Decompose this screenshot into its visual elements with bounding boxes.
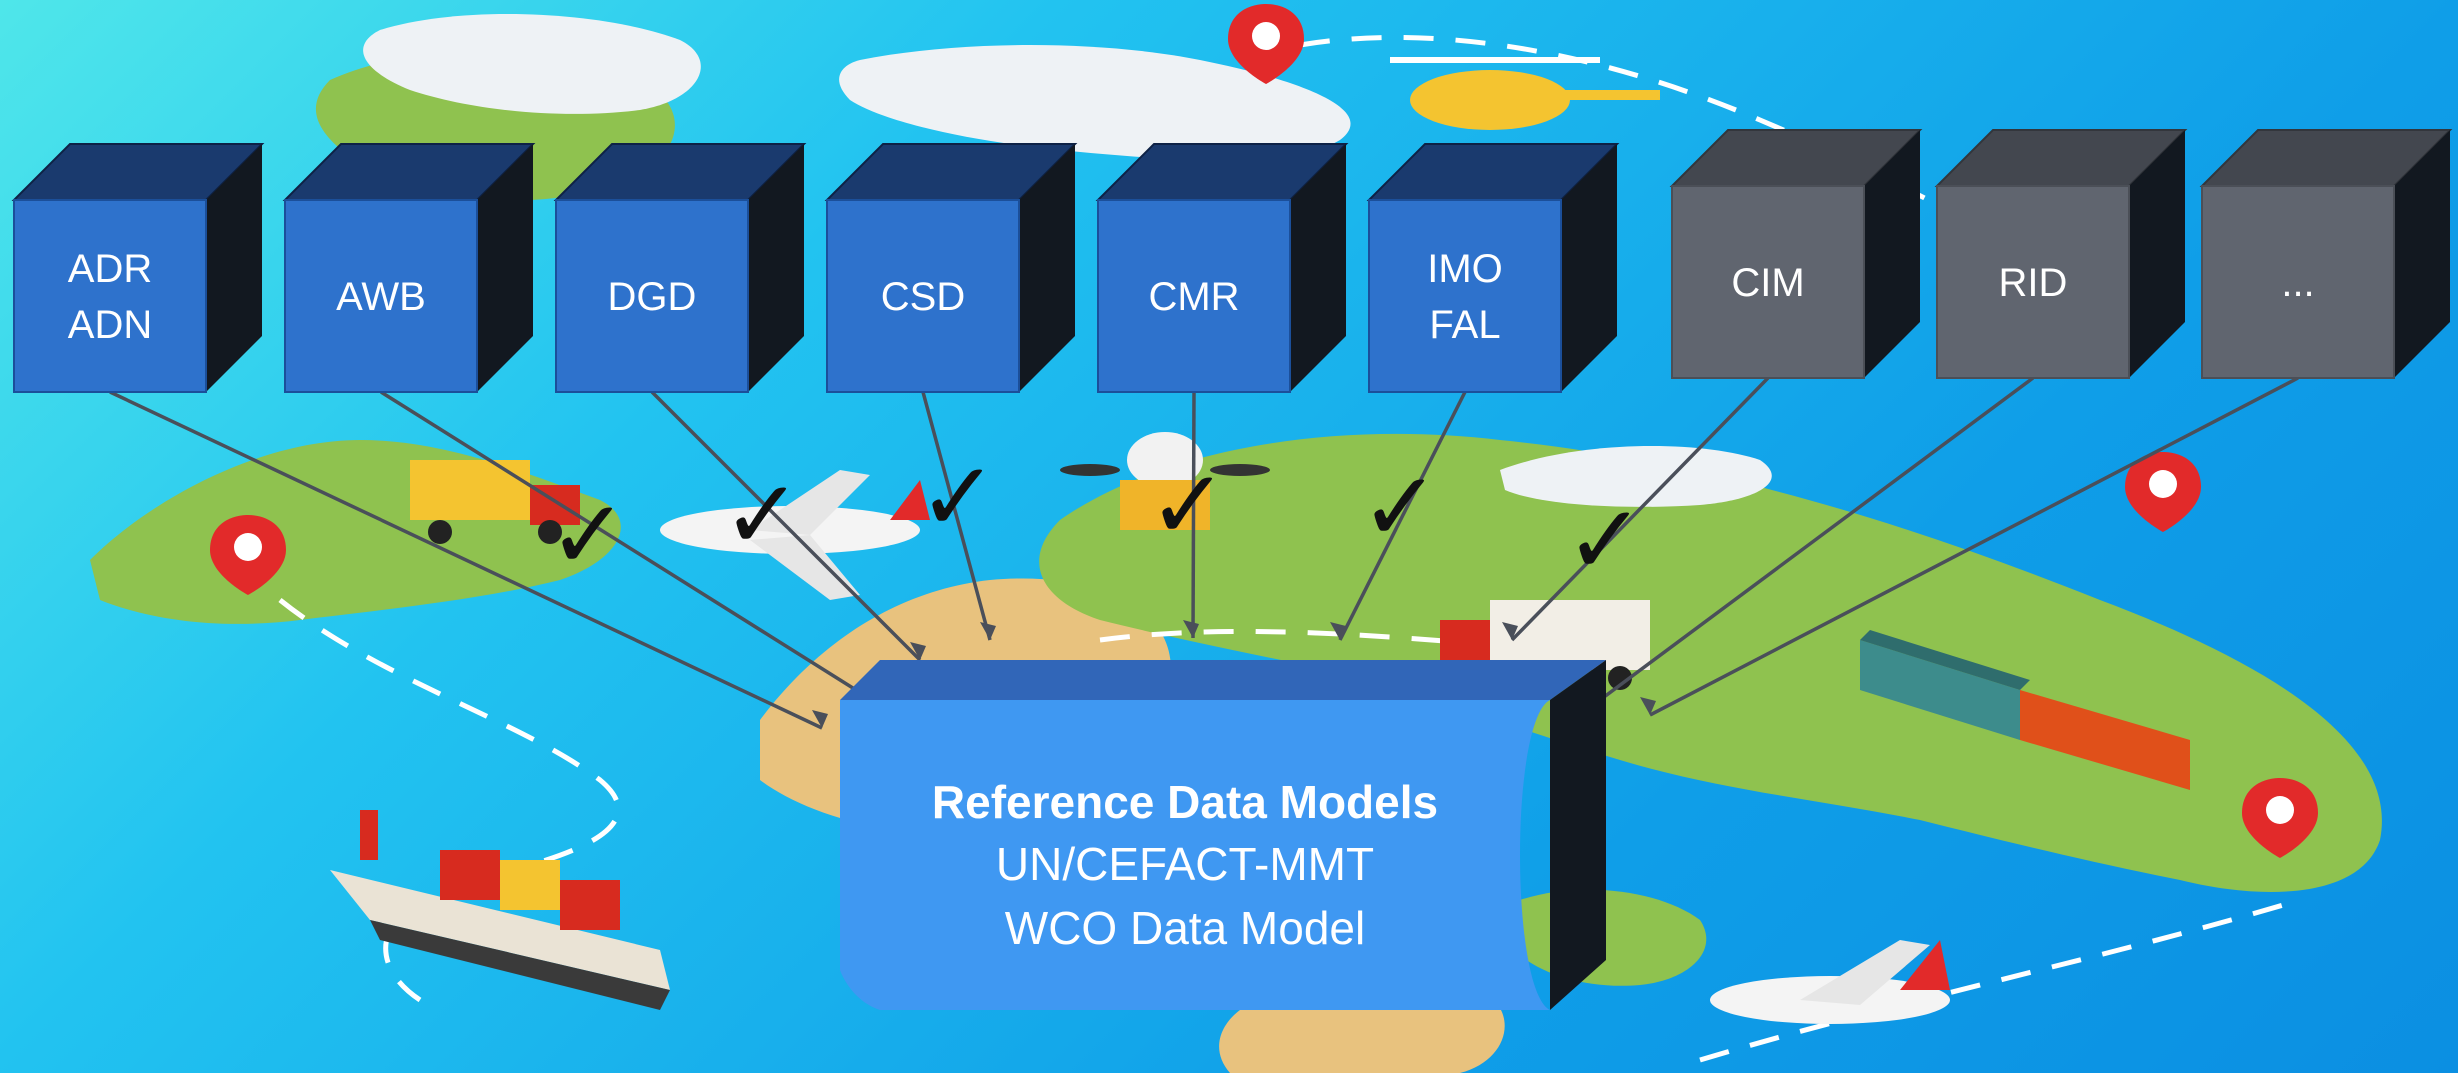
arrow-head-icon bbox=[1330, 622, 1346, 640]
connector-cmr bbox=[1191, 391, 1196, 639]
drone-icon bbox=[1060, 432, 1270, 530]
connector-csd bbox=[921, 391, 992, 641]
train-icon bbox=[1860, 630, 2190, 790]
airplane-icon bbox=[1710, 940, 1950, 1024]
location-pin-icon bbox=[1228, 4, 1304, 84]
standards-cubes: ADR ADN AWB DGD CSD CMR IMO FAL CIM RID... bbox=[11, 129, 2453, 393]
cube-label-adr: ADN bbox=[68, 303, 152, 347]
cube-label-awb: AWB bbox=[336, 275, 426, 319]
snow-arctic-icon bbox=[839, 45, 1351, 160]
cube-awb: AWB bbox=[282, 143, 536, 393]
cube-csd: CSD bbox=[824, 143, 1078, 393]
cube-label-imo: IMO bbox=[1427, 247, 1503, 291]
cube-front-face bbox=[1671, 185, 1865, 379]
checkmark-icon: ✓ bbox=[1565, 484, 1645, 596]
checkmark-icon: ✓ bbox=[918, 441, 998, 553]
cube-label-cmr: CMR bbox=[1148, 275, 1239, 319]
cube-front-face bbox=[284, 199, 478, 393]
checkmark-icon: ✓ bbox=[722, 459, 802, 571]
cube-imo: IMO FAL bbox=[1366, 143, 1620, 393]
cube-label-adr: ADR bbox=[68, 247, 152, 291]
arrow-head-icon bbox=[980, 622, 996, 640]
cube-side-face bbox=[1290, 144, 1346, 392]
location-pin-icon bbox=[210, 515, 286, 595]
reference-title: Reference Data Models bbox=[932, 776, 1438, 828]
connector-awb bbox=[380, 390, 873, 702]
cube-more: ... bbox=[2199, 129, 2453, 379]
cube-label-more: ... bbox=[2281, 261, 2314, 305]
land-eurasia-icon bbox=[1039, 433, 2382, 892]
cube-front-face bbox=[2201, 185, 2395, 379]
route-dashed-line-icon bbox=[278, 598, 621, 1003]
cube-cmr: CMR bbox=[1095, 143, 1349, 393]
cube-side-face bbox=[1864, 130, 1920, 378]
location-pin-icon bbox=[2125, 452, 2201, 532]
reference-box-top bbox=[840, 660, 1606, 700]
cube-side-face bbox=[477, 144, 533, 392]
cube-front-face bbox=[1936, 185, 2130, 379]
refrigerated-truck-icon bbox=[1440, 600, 1650, 690]
snow-asia-icon bbox=[1500, 446, 1772, 507]
reference-box-side bbox=[1550, 660, 1606, 1010]
connector-rid bbox=[1598, 376, 2035, 702]
connector-more bbox=[1649, 376, 2299, 717]
truck-icon bbox=[410, 460, 580, 544]
connector-imo bbox=[1338, 391, 1467, 641]
arrow-head-icon bbox=[910, 642, 926, 660]
location-pin-icon bbox=[2242, 778, 2318, 858]
cube-label-csd: CSD bbox=[881, 275, 965, 319]
cube-side-face bbox=[748, 144, 804, 392]
reference-line-2: WCO Data Model bbox=[1005, 902, 1365, 954]
cube-dgd: DGD bbox=[553, 143, 807, 393]
route-dashed-line-icon bbox=[1699, 897, 2301, 1063]
cube-label-rid: RID bbox=[1999, 261, 2068, 305]
cube-cim: CIM bbox=[1669, 129, 1923, 379]
cube-front-face bbox=[555, 199, 749, 393]
cube-label-imo: FAL bbox=[1429, 303, 1500, 347]
checkmark-icon: ✓ bbox=[548, 479, 628, 591]
connector-lines bbox=[109, 376, 2299, 730]
checkmark-icon: ✓ bbox=[1360, 451, 1440, 563]
cube-rid: RID bbox=[1934, 129, 2188, 379]
connector-adr bbox=[109, 390, 823, 730]
checkmark-icon: ✓ bbox=[1148, 449, 1228, 561]
arrow-head-icon bbox=[1640, 697, 1656, 715]
cube-label-dgd: DGD bbox=[608, 275, 697, 319]
cube-adr: ADR ADN bbox=[11, 143, 265, 393]
cube-label-cim: CIM bbox=[1731, 261, 1804, 305]
arrow-head-icon bbox=[1183, 620, 1199, 638]
cube-side-face bbox=[1019, 144, 1075, 392]
cube-side-face bbox=[206, 144, 262, 392]
arrow-head-icon bbox=[812, 710, 828, 728]
cube-front-face bbox=[826, 199, 1020, 393]
cube-side-face bbox=[2394, 130, 2450, 378]
checkmarks: ✓ ✓ ✓ ✓ ✓ ✓ bbox=[548, 441, 1645, 596]
route-dashed-line-icon bbox=[1099, 628, 1561, 653]
connector-dgd bbox=[650, 390, 922, 662]
container-ship-icon bbox=[330, 810, 670, 1010]
connector-cim bbox=[1510, 376, 1770, 642]
arrow-head-icon bbox=[1502, 622, 1518, 640]
cube-side-face bbox=[2129, 130, 2185, 378]
snow-north-icon bbox=[363, 13, 701, 114]
helicopter-icon bbox=[1390, 57, 1660, 130]
reference-box-front bbox=[840, 700, 1550, 1010]
cube-front-face bbox=[1097, 199, 1291, 393]
cube-front-face bbox=[13, 199, 207, 393]
reference-line-1: UN/CEFACT-MMT bbox=[996, 838, 1374, 890]
cube-side-face bbox=[1561, 144, 1617, 392]
cube-front-face bbox=[1368, 199, 1562, 393]
